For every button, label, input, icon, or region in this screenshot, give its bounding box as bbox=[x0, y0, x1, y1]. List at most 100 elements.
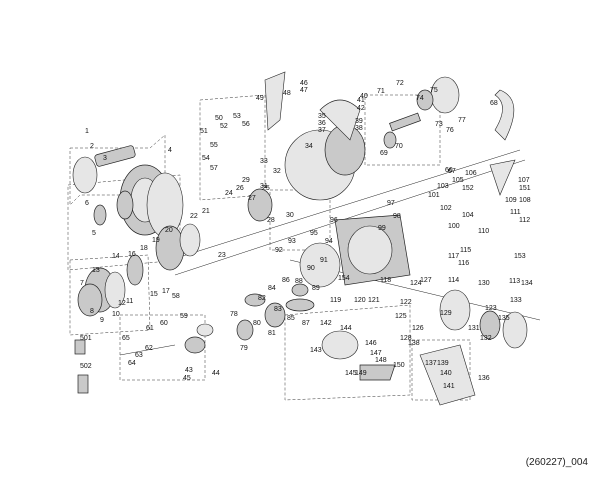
part-label-47: 47 bbox=[300, 87, 308, 94]
part-label-65: 65 bbox=[122, 335, 130, 342]
part-label-117: 117 bbox=[448, 253, 459, 260]
part-label-1: 1 bbox=[85, 128, 89, 135]
part-label-74: 74 bbox=[416, 95, 424, 102]
part-label-52: 52 bbox=[220, 123, 228, 130]
part-label-108: 108 bbox=[519, 197, 531, 204]
part-label-58: 58 bbox=[172, 293, 180, 300]
part-label-145: 145 bbox=[345, 370, 357, 377]
part-label-122: 122 bbox=[400, 299, 412, 306]
part-label-29: 29 bbox=[242, 177, 250, 184]
part-label-66: 66 bbox=[445, 167, 453, 174]
part-label-140: 140 bbox=[440, 370, 452, 377]
part-label-17: 17 bbox=[162, 288, 170, 295]
part-label-18: 18 bbox=[140, 245, 148, 252]
part-labels: 1234567891011121314151617181920212223242… bbox=[80, 80, 533, 390]
part-label-75: 75 bbox=[430, 87, 438, 94]
part-label-148: 148 bbox=[375, 357, 387, 364]
part-label-94: 94 bbox=[325, 238, 333, 245]
part-label-137: 137 bbox=[425, 360, 437, 367]
part-label-71: 71 bbox=[377, 88, 385, 95]
part-label-60: 60 bbox=[160, 320, 168, 327]
part-label-79: 79 bbox=[240, 345, 248, 352]
part-label-68: 68 bbox=[490, 100, 498, 107]
part-label-133: 133 bbox=[510, 297, 522, 304]
part-label-147: 147 bbox=[370, 350, 382, 357]
part-label-56: 56 bbox=[242, 121, 250, 128]
part-label-35: 35 bbox=[318, 113, 326, 120]
small-parts bbox=[74, 283, 309, 394]
part-label-123: 123 bbox=[485, 305, 497, 312]
part-label-90: 90 bbox=[307, 265, 315, 272]
part-label-62: 62 bbox=[145, 345, 153, 352]
part-label-15: 15 bbox=[150, 291, 158, 298]
part-label-102: 102 bbox=[440, 205, 452, 212]
side-cover bbox=[321, 330, 396, 381]
part-label-16: 16 bbox=[128, 251, 136, 258]
part-label-13: 13 bbox=[92, 267, 100, 274]
part-label-124: 124 bbox=[410, 280, 422, 287]
part-label-113: 113 bbox=[509, 278, 520, 285]
part-label-50: 50 bbox=[215, 115, 223, 122]
part-label-38: 38 bbox=[355, 125, 363, 132]
part-label-53: 53 bbox=[233, 113, 241, 120]
part-label-149: 149 bbox=[355, 370, 367, 377]
part-label-40: 40 bbox=[360, 93, 368, 100]
part-label-72: 72 bbox=[396, 80, 404, 87]
part-label-107: 107 bbox=[518, 177, 530, 184]
part-label-69: 69 bbox=[380, 150, 388, 157]
part-label-112: 112 bbox=[519, 217, 530, 224]
part-label-85: 85 bbox=[287, 315, 295, 322]
part-label-46: 46 bbox=[300, 80, 308, 87]
part-label-91: 91 bbox=[320, 257, 328, 264]
part-label-34: 34 bbox=[305, 143, 313, 150]
part-label-114: 114 bbox=[448, 277, 459, 284]
part-label-120: 120 bbox=[354, 297, 366, 304]
part-label-103: 103 bbox=[437, 183, 449, 190]
part-label-144: 144 bbox=[340, 325, 352, 332]
part-label-132: 132 bbox=[480, 335, 492, 342]
part-label-129: 129 bbox=[440, 310, 452, 317]
part-label-87: 87 bbox=[302, 320, 310, 327]
part-label-73: 73 bbox=[435, 121, 443, 128]
part-label-32: 32 bbox=[273, 168, 281, 175]
spool-assembly bbox=[72, 145, 184, 238]
part-label-44: 44 bbox=[212, 370, 220, 377]
part-label-12: 12 bbox=[118, 300, 126, 307]
part-label-93: 93 bbox=[288, 238, 296, 245]
part-label-134: 134 bbox=[521, 280, 533, 287]
part-label-70: 70 bbox=[395, 143, 403, 150]
part-label-51: 51 bbox=[200, 128, 208, 135]
part-label-27: 27 bbox=[248, 195, 256, 202]
part-label-98: 98 bbox=[393, 213, 401, 220]
part-label-11: 11 bbox=[126, 298, 133, 305]
part-label-45: 45 bbox=[183, 375, 191, 382]
part-label-95: 95 bbox=[310, 230, 318, 237]
part-label-82: 82 bbox=[258, 295, 266, 302]
part-label-141: 141 bbox=[443, 383, 455, 390]
part-label-4: 4 bbox=[168, 147, 172, 154]
part-label-151: 151 bbox=[519, 185, 531, 192]
part-label-39: 39 bbox=[355, 118, 363, 125]
part-label-153: 153 bbox=[514, 253, 526, 260]
part-label-30: 30 bbox=[286, 212, 294, 219]
part-label-150: 150 bbox=[393, 362, 405, 369]
part-label-138: 138 bbox=[408, 340, 420, 347]
part-label-152: 152 bbox=[462, 185, 474, 192]
part-label-501: 501 bbox=[80, 335, 92, 342]
part-label-41: 41 bbox=[357, 97, 365, 104]
part-label-20: 20 bbox=[165, 227, 173, 234]
group-outlines bbox=[67, 94, 471, 401]
part-label-88: 88 bbox=[295, 278, 303, 285]
part-label-22: 22 bbox=[190, 213, 198, 220]
part-label-33: 33 bbox=[260, 158, 268, 165]
part-label-19: 19 bbox=[152, 237, 160, 244]
part-label-80: 80 bbox=[253, 320, 261, 327]
part-label-59: 59 bbox=[180, 313, 188, 320]
part-label-128: 128 bbox=[400, 335, 412, 342]
part-label-106: 106 bbox=[465, 170, 477, 177]
part-label-109: 109 bbox=[505, 197, 517, 204]
part-label-126: 126 bbox=[412, 325, 424, 332]
part-label-81: 81 bbox=[268, 330, 276, 337]
part-label-105: 105 bbox=[452, 177, 464, 184]
